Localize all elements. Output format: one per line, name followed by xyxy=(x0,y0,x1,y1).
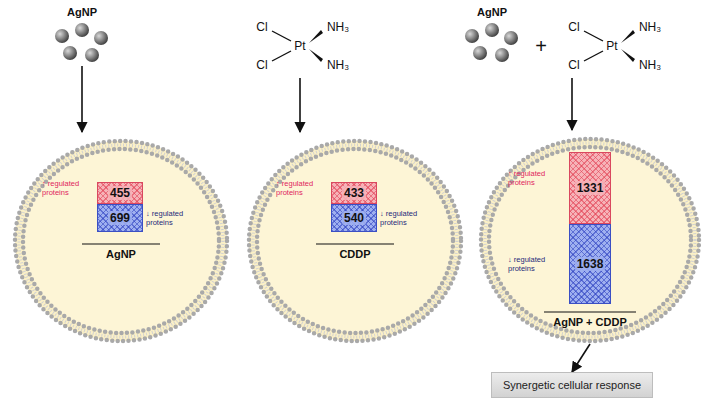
cell-outline xyxy=(12,138,230,344)
atom-label: Pt xyxy=(294,39,305,53)
membrane-heads xyxy=(489,147,691,333)
downregulated-bar: 1638 xyxy=(569,224,611,304)
underline xyxy=(316,243,394,244)
up-regulated-label: ↑ regulated proteins xyxy=(42,180,94,197)
protein-count: 433 xyxy=(342,186,366,200)
membrane-heads xyxy=(257,149,453,333)
atom-label: NH₃ xyxy=(327,58,349,72)
downregulated-bar: 699 xyxy=(97,204,143,232)
downregulated-bar: 540 xyxy=(331,204,377,232)
atom-label: Cl xyxy=(256,58,267,72)
membrane-heads xyxy=(15,141,227,341)
flow-arrow xyxy=(572,344,590,372)
cytoplasm xyxy=(15,141,227,341)
upregulated-bar: 433 xyxy=(331,182,377,204)
treatment-label: AgNP xyxy=(67,6,97,18)
protein-count: 1638 xyxy=(575,257,606,271)
cisplatin-bonds xyxy=(272,30,635,62)
down-regulated-label: ↓ regulated proteins xyxy=(508,256,560,273)
cytoplasm xyxy=(249,141,461,341)
atom-label: NH₃ xyxy=(639,58,661,72)
result-box: Synergetic cellular response xyxy=(491,372,653,398)
atom-label: Cl xyxy=(256,20,267,34)
membrane-tails xyxy=(485,143,695,337)
underline xyxy=(82,243,160,244)
underline xyxy=(544,311,636,312)
treatment-name: CDDP xyxy=(339,248,370,260)
down-regulated-label: ↓ regulated proteins xyxy=(380,210,432,227)
plus-sign: + xyxy=(535,35,547,58)
up-regulated-label: ↑ regulated proteins xyxy=(276,180,328,197)
down-regulated-label: ↓ regulated proteins xyxy=(146,210,198,227)
result-text: Synergetic cellular response xyxy=(503,379,641,391)
atom-label: Pt xyxy=(606,39,617,53)
atom-label: NH₃ xyxy=(639,20,661,34)
cell-membrane: ↑ regulated proteins ↓ regulated proteins… xyxy=(478,136,702,344)
up-regulated-label: ↑ regulated proteins xyxy=(508,170,560,187)
protein-count: 455 xyxy=(108,186,132,200)
nanoparticles xyxy=(55,23,518,62)
protein-count: 699 xyxy=(108,211,132,225)
protein-count: 1331 xyxy=(575,181,606,195)
membrane-heads xyxy=(481,139,699,341)
cytoplasm xyxy=(481,139,699,341)
atom-label: Cl xyxy=(568,58,579,72)
atom-label: Cl xyxy=(568,20,579,34)
treatment-name: AgNP + CDDP xyxy=(553,316,626,328)
atom-label: NH₃ xyxy=(327,20,349,34)
upregulated-bar: 455 xyxy=(97,182,143,204)
membrane-heads xyxy=(23,149,219,333)
treatment-label: AgNP xyxy=(477,6,507,18)
treatment-name: AgNP xyxy=(106,248,136,260)
membrane-heads xyxy=(249,141,461,341)
cell-membrane: ↑ regulated proteins ↓ regulated proteins… xyxy=(12,138,230,344)
membrane-tails xyxy=(19,145,223,337)
cell-outline xyxy=(246,138,464,344)
membrane-tails xyxy=(253,145,457,337)
protein-count: 540 xyxy=(342,211,366,225)
upregulated-bar: 1331 xyxy=(569,152,611,224)
treatment-arrows xyxy=(82,66,572,132)
cell-membrane: ↑ regulated proteins ↓ regulated proteins… xyxy=(246,138,464,344)
